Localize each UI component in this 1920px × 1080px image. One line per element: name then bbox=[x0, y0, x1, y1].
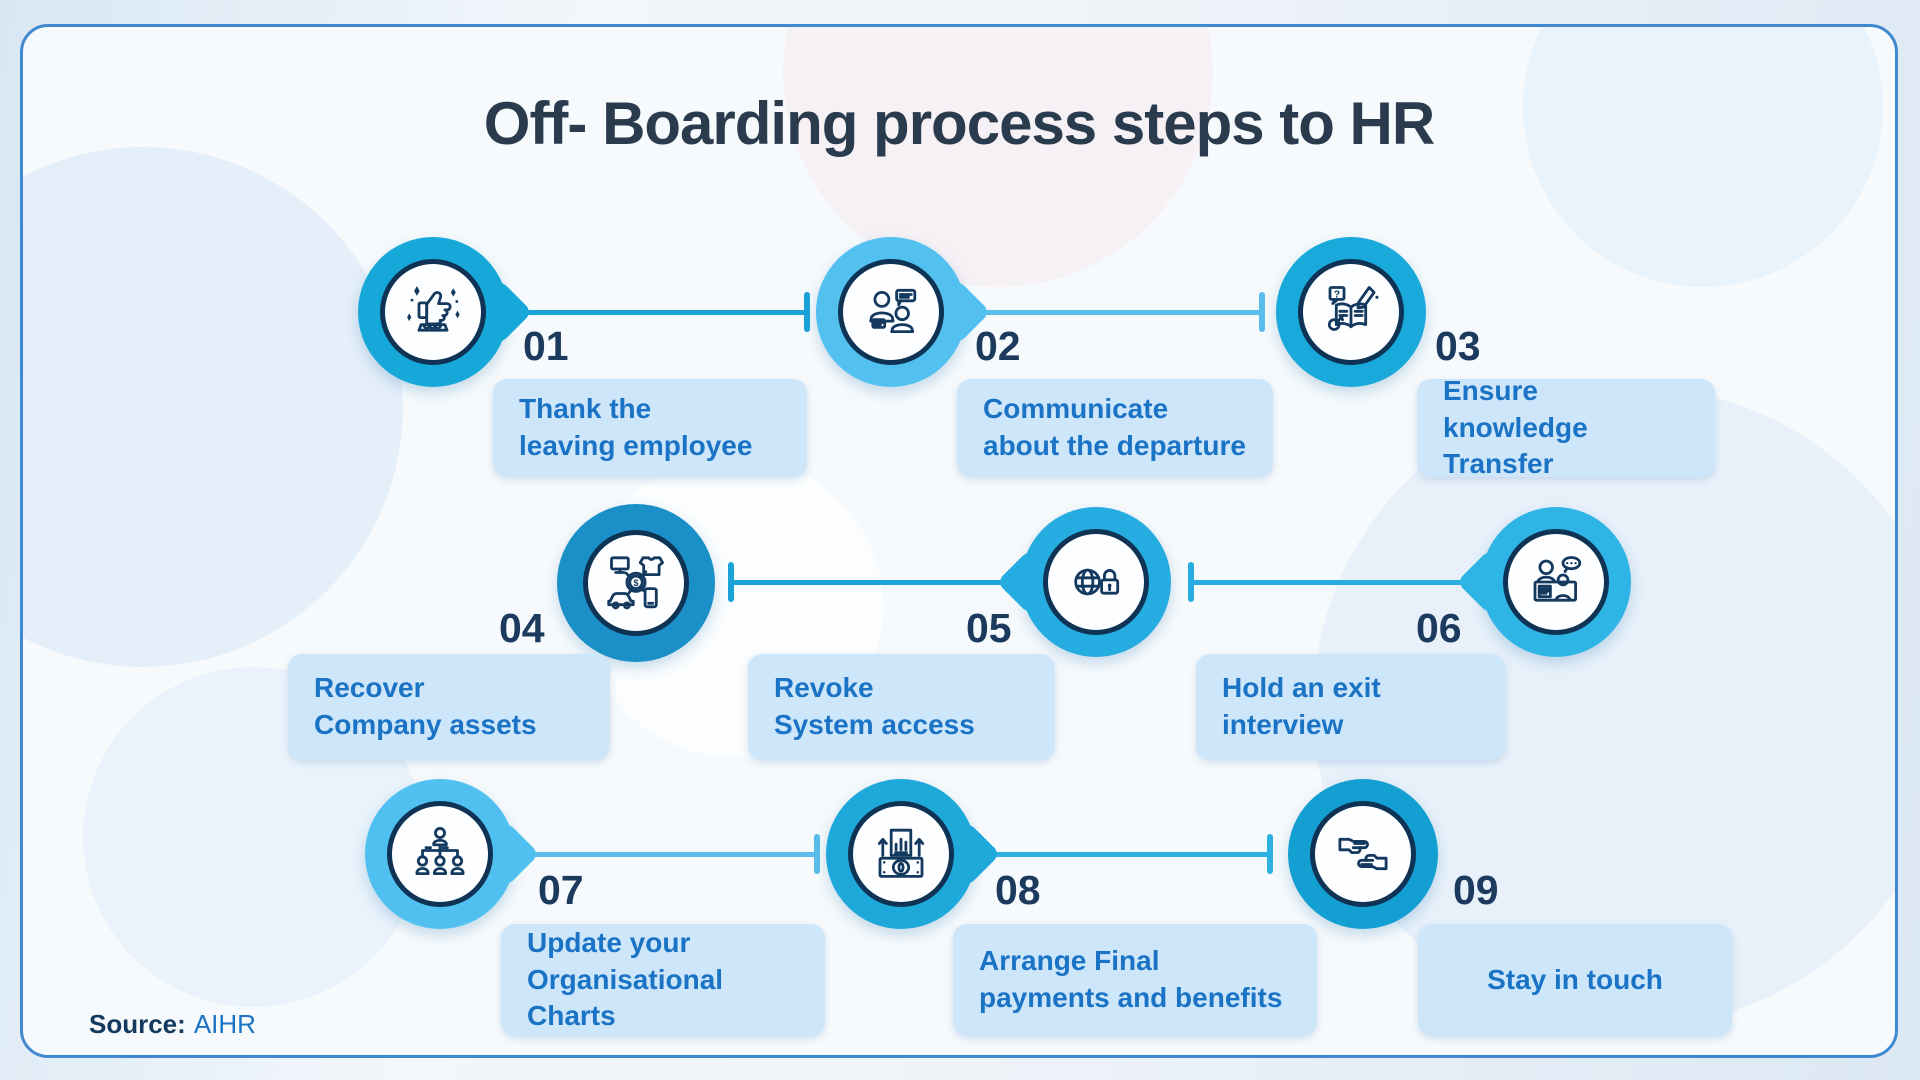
step-2-label-line2: about the departure bbox=[983, 430, 1246, 461]
step-9-label: Stay in touch bbox=[1418, 924, 1732, 1036]
step-8-label-line2: payments and benefits bbox=[979, 982, 1283, 1013]
step-8-label: Arrange Final payments and benefits bbox=[953, 924, 1317, 1036]
knowledge-book-icon: ? bbox=[1327, 286, 1379, 331]
step-1-circle bbox=[358, 237, 533, 387]
step-9-circle bbox=[1288, 779, 1438, 929]
step-6-label: Hold an exit interview bbox=[1196, 654, 1505, 760]
step-4-circle: $ bbox=[557, 504, 715, 662]
step-7-label: Update your Organisational Charts bbox=[501, 924, 825, 1036]
step-4-label-line1: Recover bbox=[314, 672, 425, 704]
step-2-circle bbox=[816, 237, 991, 387]
step-6-circle bbox=[1456, 507, 1631, 657]
step-5-label-line1: Revoke bbox=[774, 672, 874, 704]
step-8-circle bbox=[826, 779, 1001, 929]
step-9-label-line1: Stay in touch bbox=[1487, 963, 1663, 995]
step-6-number: 06 bbox=[1416, 605, 1462, 651]
connector-line-7-8 bbox=[526, 834, 820, 874]
step-5-label: Revoke System access bbox=[748, 654, 1055, 760]
step-1-label-line2: leaving employee bbox=[519, 430, 753, 461]
step-1-number: 01 bbox=[523, 323, 569, 369]
step-7-label-line2: Organisational Charts bbox=[527, 963, 724, 1032]
step-2-label-line1: Communicate bbox=[983, 393, 1169, 425]
step-4-label-line2: Company assets bbox=[314, 709, 537, 740]
step-8-label-line1: Arrange Final bbox=[979, 945, 1160, 977]
step-8-number: 08 bbox=[995, 867, 1041, 913]
source-value: AIHR bbox=[193, 1009, 256, 1039]
step-3-label-line1: Ensure knowledge bbox=[1443, 374, 1588, 443]
svg-text:?: ? bbox=[1334, 288, 1340, 300]
source-label: Source: bbox=[89, 1009, 186, 1039]
step-4-number: 04 bbox=[499, 605, 545, 651]
step-9-number: 09 bbox=[1453, 867, 1499, 913]
connector-line-4-5 bbox=[728, 562, 1013, 602]
people-conversation-icon bbox=[869, 288, 917, 333]
step-3-label: Ensure knowledge Transfer bbox=[1417, 375, 1715, 479]
decorative-shape bbox=[23, 147, 403, 667]
svg-text:$: $ bbox=[633, 578, 638, 588]
globe-lock-icon bbox=[1074, 568, 1120, 596]
final-payments-icon bbox=[877, 828, 925, 878]
step-3-circle: ? bbox=[1276, 237, 1426, 387]
step-2-number: 02 bbox=[975, 323, 1021, 369]
connector-line-1-2 bbox=[518, 292, 810, 332]
thumbs-up-celebration-icon bbox=[407, 286, 460, 332]
step-6-label-line2: interview bbox=[1222, 709, 1344, 740]
infographic-card: Off- Boarding process steps to HR 01 Tha… bbox=[20, 24, 1898, 1058]
handshake-icon bbox=[1338, 837, 1388, 871]
step-7-circle bbox=[365, 779, 540, 929]
step-5-circle bbox=[996, 507, 1171, 657]
step-5-number: 05 bbox=[966, 605, 1012, 651]
page-title: Off- Boarding process steps to HR bbox=[483, 90, 1435, 157]
step-3-number: 03 bbox=[1435, 323, 1481, 369]
step-6-label-line1: Hold an exit bbox=[1222, 672, 1381, 704]
step-2-label: Communicate about the departure bbox=[957, 379, 1273, 477]
step-3-label-line2: Transfer bbox=[1443, 448, 1554, 480]
company-assets-icon: $ bbox=[607, 556, 664, 610]
step-1-label: Thank the leaving employee bbox=[493, 379, 807, 477]
step-1-label-line1: Thank the bbox=[519, 393, 652, 425]
connector-line-8-9 bbox=[986, 834, 1273, 874]
connector-line-2-3 bbox=[976, 292, 1265, 332]
step-7-label-line1: Update your bbox=[527, 926, 691, 958]
source-line: Source:AIHR bbox=[89, 1009, 256, 1040]
org-chart-icon bbox=[415, 827, 465, 875]
step-7-number: 07 bbox=[538, 867, 584, 913]
exit-interview-icon bbox=[1533, 556, 1582, 602]
step-5-label-line2: System access bbox=[774, 709, 975, 740]
connector-line-5-6 bbox=[1188, 562, 1473, 602]
step-4-label: Recover Company assets bbox=[288, 654, 610, 760]
